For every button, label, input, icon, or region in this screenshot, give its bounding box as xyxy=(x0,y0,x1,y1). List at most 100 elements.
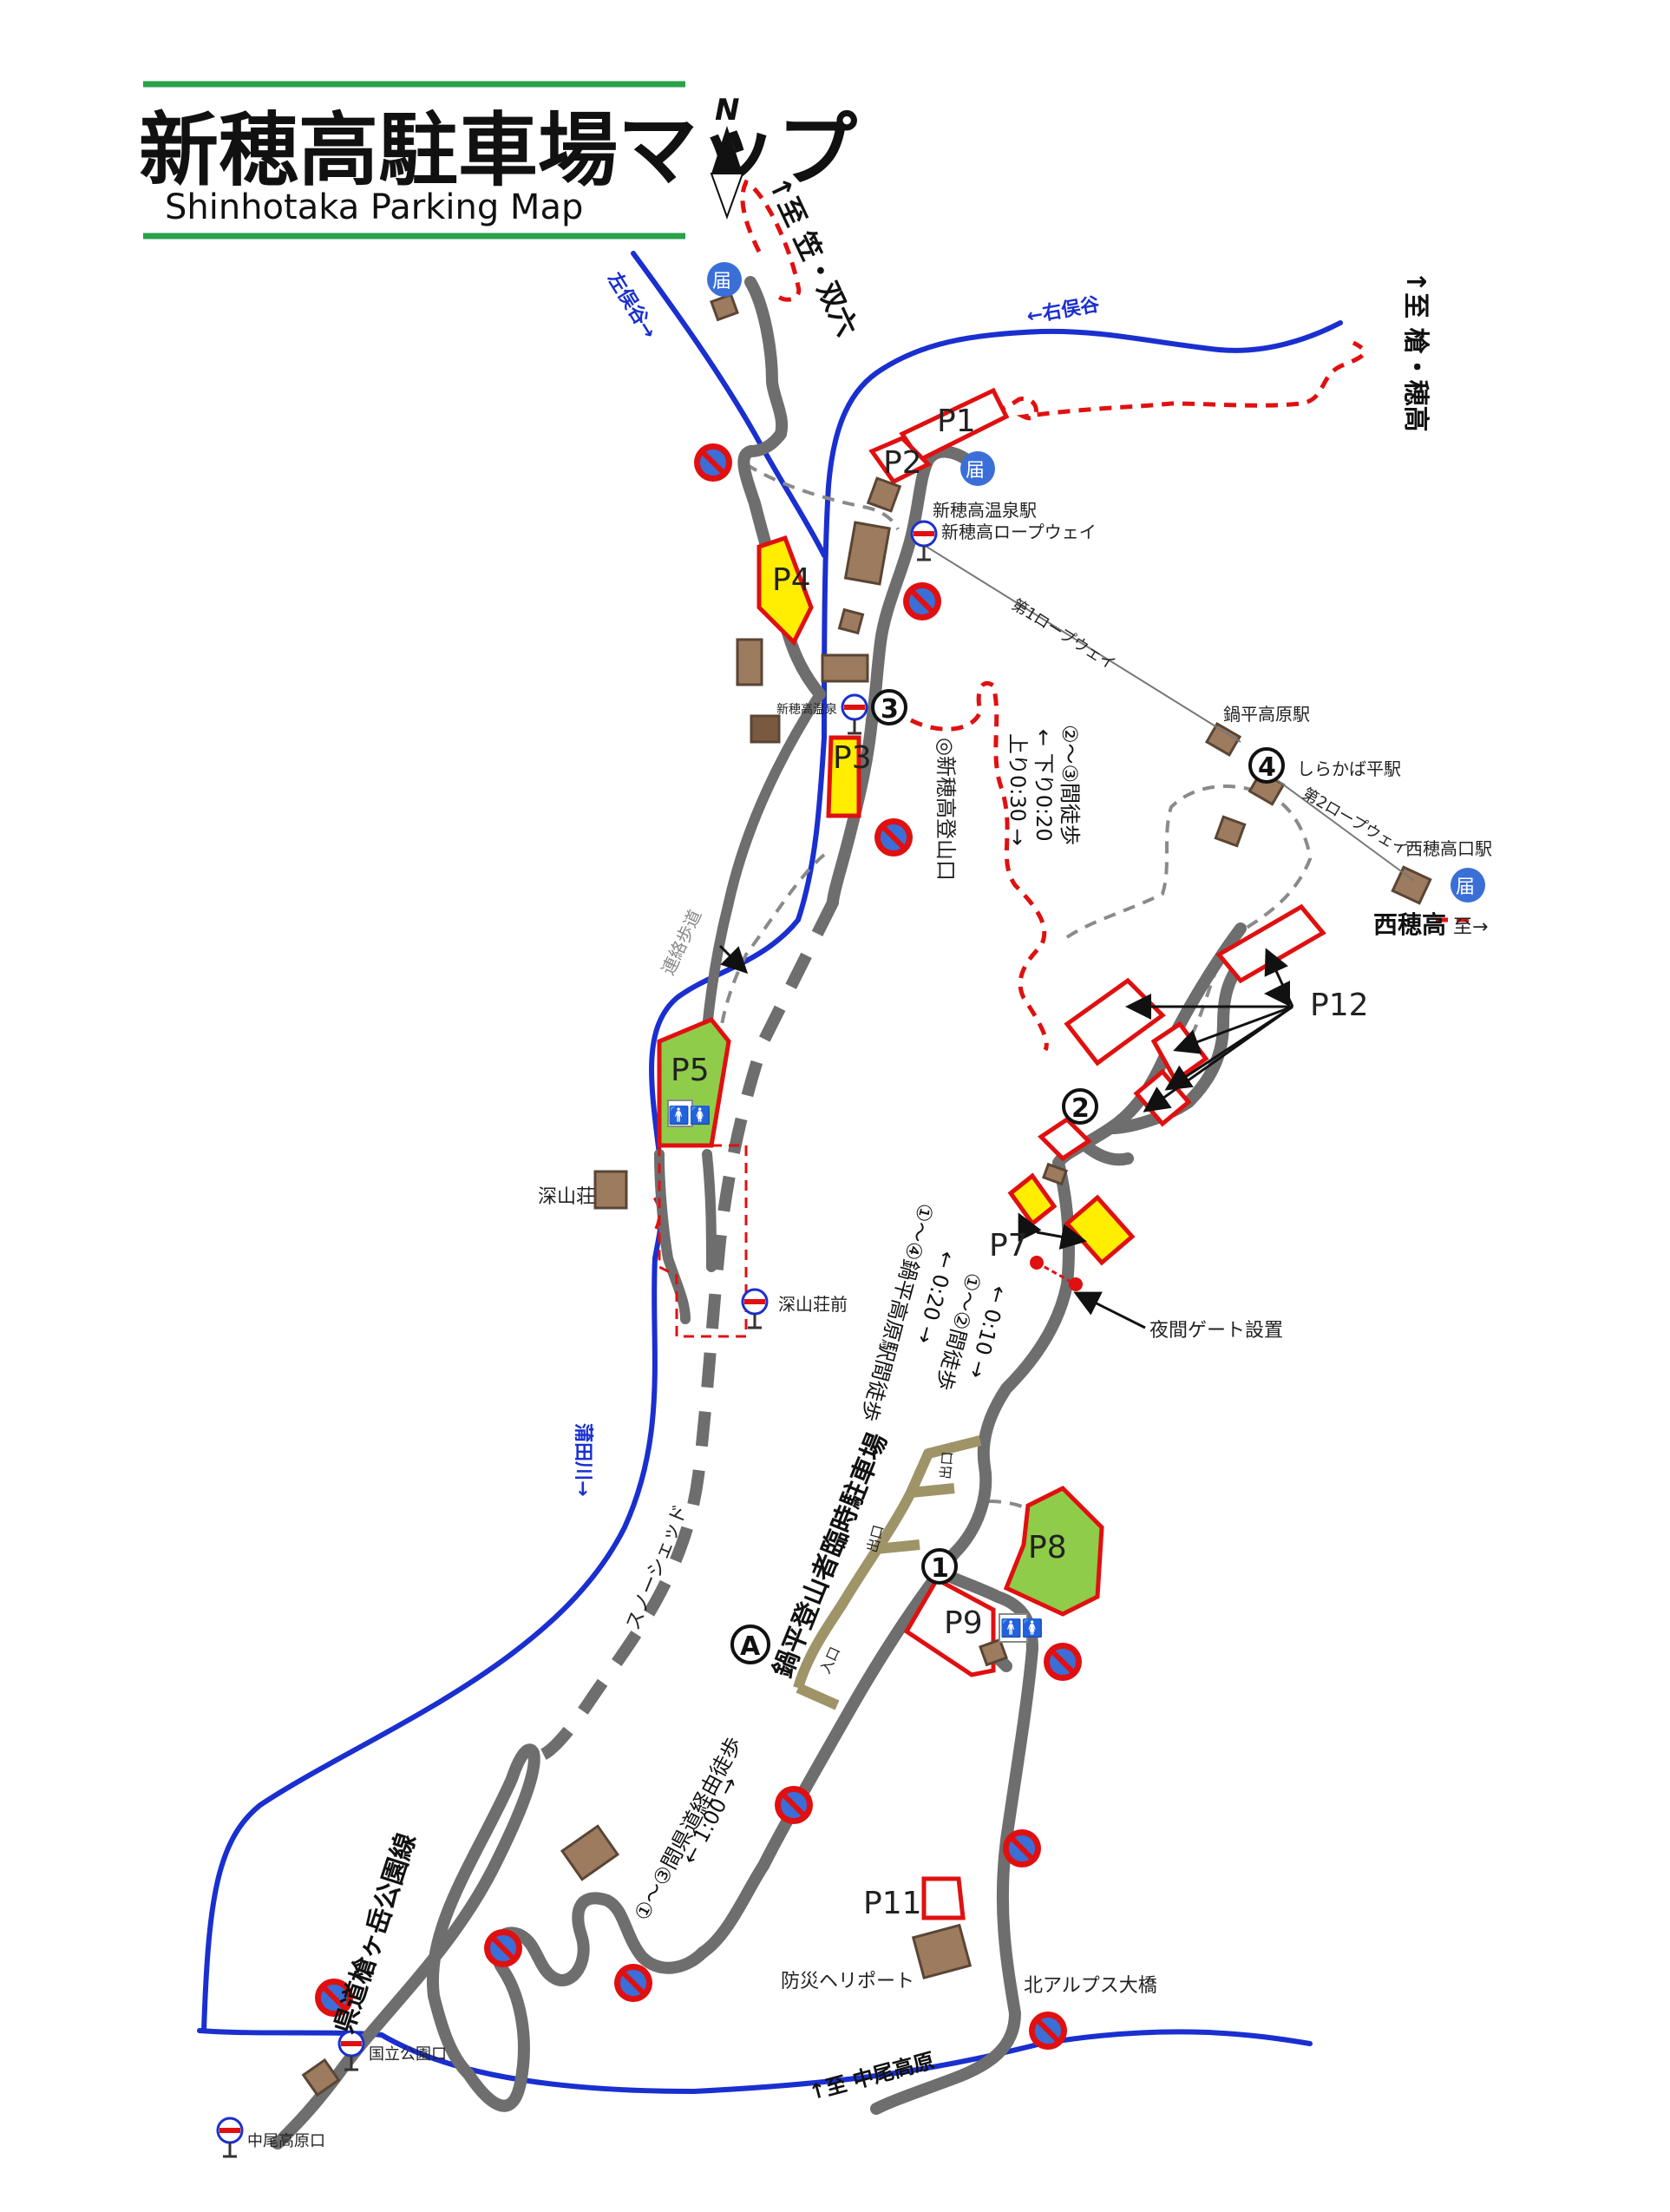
label-ropeway: 新穂高ロープウェイ xyxy=(941,522,1097,542)
bus-stop-icon xyxy=(910,520,938,561)
toilet-icons: 🚹🚺 🚹🚺 xyxy=(668,1105,1044,1643)
label-shinhotaka-busstop: 新穂高温泉 xyxy=(776,702,837,717)
label-p4: P4 xyxy=(772,562,811,598)
title-block: 新穂高駐車場マップ Shinhotaka Parking Map N xyxy=(139,81,857,240)
no-parking-icon xyxy=(903,582,941,620)
dest-nishihotaka: 西穂高 xyxy=(1373,910,1446,939)
marker-2: 2 xyxy=(1071,1093,1090,1124)
toilet-icon: 🚹🚺 xyxy=(1000,1618,1044,1638)
label-p5: P5 xyxy=(671,1053,710,1088)
lot-p2 xyxy=(868,436,933,485)
destination-labels: ↑至 笠・双六 ↑至 槍・穂高 西穂高 至→ ↑至 中尾高原 xyxy=(762,171,1489,2104)
river-migimata-label: ←右俣谷 xyxy=(1025,293,1102,327)
label-nabedaira-station: 鍋平高原駅 xyxy=(1223,704,1310,725)
road-snowshed xyxy=(527,899,839,1762)
label-miyamaso-mae: 深山荘前 xyxy=(778,1294,848,1315)
road-main xyxy=(827,714,878,909)
road-switchbacks xyxy=(462,1892,709,2112)
dest-yari: ↑至 槍・穂高 xyxy=(1400,271,1431,432)
label-p7: P7 xyxy=(989,1228,1028,1264)
label-snowshed: スノーシェッド xyxy=(622,1502,692,1634)
river-gamata xyxy=(201,735,827,2033)
walk-2-3-title: ②～③間徒歩 xyxy=(1058,725,1082,845)
lot-p8 xyxy=(1003,1485,1104,1617)
walking-times: ②～③間徒歩 ← 下り0:20 上り0:30 → ①～④鍋平高原駅間徒歩 ← 0… xyxy=(630,725,1082,1925)
no-parking-icon xyxy=(1003,1829,1041,1867)
walk-1-3-title: ①～③間県道経由徒歩 xyxy=(630,1733,747,1925)
label-heliport: 防災ヘリポート xyxy=(781,1971,914,1992)
label-night-gate: 夜間ゲート設置 xyxy=(1149,1320,1283,1342)
misc-arrows xyxy=(718,944,1290,1329)
river-hidarimata xyxy=(631,251,827,558)
lot-p3 xyxy=(826,735,861,818)
label-ropeway1: 第1ロープウェイ xyxy=(1008,595,1118,673)
lot-p12-a xyxy=(1215,903,1326,984)
label-nakao-kogen-guchi: 中尾高原口 xyxy=(247,2132,325,2150)
label-p2: P2 xyxy=(883,445,922,481)
river-migimata xyxy=(822,320,1343,740)
lot-p12-e xyxy=(1038,1116,1092,1162)
road-tunnel xyxy=(654,689,825,1324)
label-p12: P12 xyxy=(1310,988,1369,1023)
label-prefectural-road: 県道槍ヶ岳公園線 xyxy=(329,1829,422,2037)
marker-3: 3 xyxy=(881,694,899,725)
numbered-markers: 3 4 2 1 A xyxy=(730,689,1285,1664)
trail-yari xyxy=(953,340,1366,428)
label-tozanguchi: ◎新穂高登山口 xyxy=(933,738,958,881)
lot-p7-b xyxy=(1064,1194,1136,1266)
marker-4: 4 xyxy=(1258,752,1276,783)
buildings xyxy=(301,292,1432,2097)
marker-1: 1 xyxy=(931,1553,949,1584)
no-parking-icon xyxy=(1029,2012,1067,2050)
label-kita-alps-bridge: 北アルプス大橋 xyxy=(1024,1975,1157,1997)
label-p9: P9 xyxy=(944,1605,983,1641)
walk-2-3-down: ← 下り0:20 xyxy=(1031,729,1056,842)
road-prefectural xyxy=(272,1743,540,2150)
todoke-posts: 届 届 届 xyxy=(707,262,1485,903)
marker-a: A xyxy=(740,1631,761,1662)
label-shirakaba-station: しらかば平駅 xyxy=(1297,758,1401,779)
label-renraku-hodo: 連絡歩道 xyxy=(658,906,706,978)
lot-p4 xyxy=(756,535,814,647)
map-title-jp: 新穂高駐車場マップ xyxy=(139,103,857,197)
ropeways xyxy=(919,542,1415,882)
trail-kasa xyxy=(740,179,802,302)
walk-2-3-up: 上り0:30 → xyxy=(1005,733,1030,846)
no-parking-icon xyxy=(775,1786,813,1824)
bus-stop-icon xyxy=(841,693,868,735)
lot-p9 xyxy=(903,1576,996,1677)
toilet-icon: 🚹🚺 xyxy=(668,1105,711,1126)
no-parking-icon xyxy=(694,443,732,482)
label-p11: P11 xyxy=(863,1886,922,1921)
temp-parking-lot xyxy=(793,1435,982,1710)
no-parking-icon xyxy=(1044,1643,1082,1681)
label-p1: P1 xyxy=(937,404,976,439)
label-onsen-station: 新穂高温泉駅 xyxy=(933,500,1037,521)
no-parking-icon xyxy=(614,1964,652,2002)
label-p3: P3 xyxy=(833,740,872,776)
north-label: N xyxy=(715,93,739,128)
label-entrance: 入口 xyxy=(816,1644,843,1677)
todoke-icon: 届 xyxy=(966,460,985,482)
todoke-icon: 届 xyxy=(1456,876,1475,898)
lot-p7-a xyxy=(1007,1172,1058,1227)
road-gate xyxy=(697,1157,1075,1959)
north-arrow-icon: N xyxy=(710,93,744,220)
dest-nishihotaka-arrow: 至→ xyxy=(1453,916,1488,938)
no-parking-icon xyxy=(484,1929,522,1967)
lot-p5-dashed xyxy=(658,1144,748,1338)
parking-lots xyxy=(657,387,1326,1920)
lot-p11 xyxy=(921,1876,966,1920)
map-title-en: Shinhotaka Parking Map xyxy=(165,187,583,227)
label-miyamaso: 深山荘 xyxy=(538,1186,595,1208)
label-p8: P8 xyxy=(1028,1530,1067,1565)
parking-labels: P1 P2 P4 P3 P5 P12 P7 P8 P9 P11 xyxy=(671,404,1369,1921)
rivers xyxy=(197,251,1343,2095)
river-gamata-label: 蒲田川→ xyxy=(572,1423,593,1496)
no-parking-icon xyxy=(874,818,913,857)
label-nishihotakaguchi-station: 西穂高口駅 xyxy=(1405,838,1492,859)
label-exit-2: 出口 xyxy=(937,1451,956,1480)
bus-stop-icon xyxy=(216,2117,244,2158)
night-gate-marker xyxy=(1030,1256,1083,1291)
